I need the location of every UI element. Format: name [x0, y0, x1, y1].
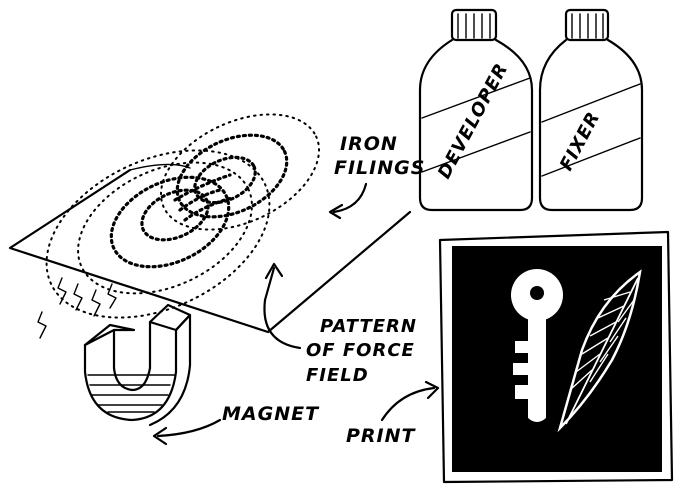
pattern-text-1: PATTERN	[320, 316, 417, 337]
photogram-print	[440, 232, 672, 482]
print-text: PRINT	[346, 425, 417, 447]
iron-filings-text-2: FILINGS	[334, 157, 425, 179]
pattern-text-2: OF FORCE	[306, 340, 415, 361]
label-pattern-of-force-field: PATTERN OF FORCE FIELD	[264, 264, 417, 386]
paper-sheet	[10, 164, 410, 332]
horseshoe-magnet	[85, 305, 190, 425]
magnet-text: MAGNET	[222, 403, 320, 425]
label-print: PRINT	[346, 382, 438, 447]
developer-label: DEVELOPER	[434, 60, 513, 183]
pattern-text-3: FIELD	[306, 365, 369, 386]
label-iron-filings: IRON FILINGS	[330, 133, 425, 218]
iron-filings-text-1: IRON	[340, 133, 398, 155]
label-magnet: MAGNET	[154, 403, 320, 444]
fixer-label: FIXER	[556, 108, 605, 174]
fixer-bottle: FIXER	[540, 10, 642, 210]
iron-filings-pattern	[20, 91, 337, 351]
developer-bottle: DEVELOPER	[420, 10, 532, 210]
